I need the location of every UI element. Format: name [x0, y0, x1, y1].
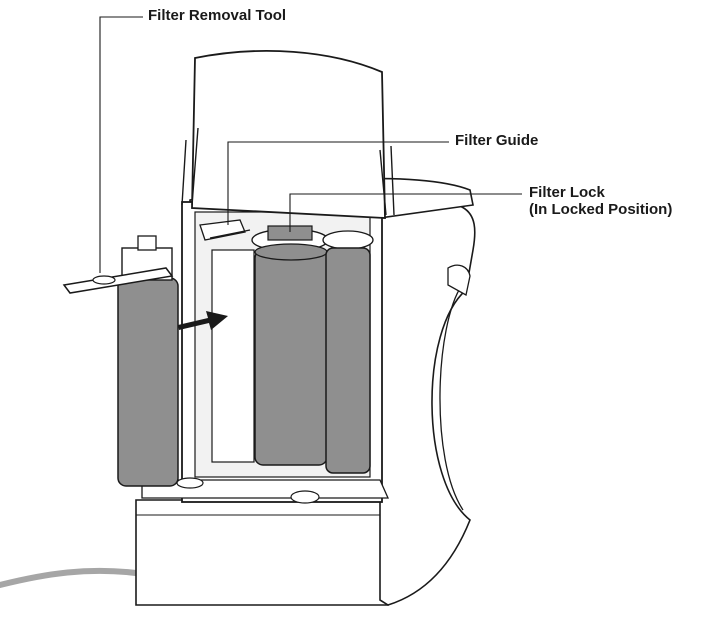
lid-arm-left	[181, 127, 199, 206]
installed-filter-right	[325, 247, 371, 474]
insertion-arrow	[178, 311, 228, 330]
drip-tray	[141, 479, 390, 499]
leader-filter-removal-tool	[99, 16, 143, 273]
tray-port-left	[176, 477, 204, 489]
side-body	[379, 201, 476, 606]
lid-arm-right	[379, 145, 395, 216]
callout-filter-lock-line1: Filter Lock	[529, 184, 605, 201]
filter-guide-bracket	[199, 219, 251, 241]
tool-slot	[92, 275, 116, 285]
empty-filter-slot	[211, 249, 255, 463]
filter-cap-right	[322, 230, 374, 250]
removed-filter	[117, 277, 179, 487]
leader-filter-lock	[289, 193, 522, 232]
callout-filter-lock: Filter Lock (In Locked Position)	[529, 184, 672, 218]
installed-filter-center	[254, 249, 328, 466]
side-recess	[439, 284, 464, 511]
power-cord	[0, 567, 153, 588]
side-knob	[447, 264, 471, 296]
callout-filter-removal-tool: Filter Removal Tool	[148, 7, 287, 24]
installed-filter-center-top	[254, 243, 328, 261]
callout-filter-guide: Filter Guide	[455, 132, 539, 149]
removed-filter-knob	[137, 235, 157, 251]
filter-removal-tool	[62, 267, 174, 294]
leader-filter-guide	[227, 141, 449, 225]
callout-filter-lock-line2: (In Locked Position)	[529, 201, 673, 218]
lid-panel	[191, 50, 386, 219]
tray-port-right	[290, 490, 320, 504]
base-housing	[135, 499, 389, 606]
